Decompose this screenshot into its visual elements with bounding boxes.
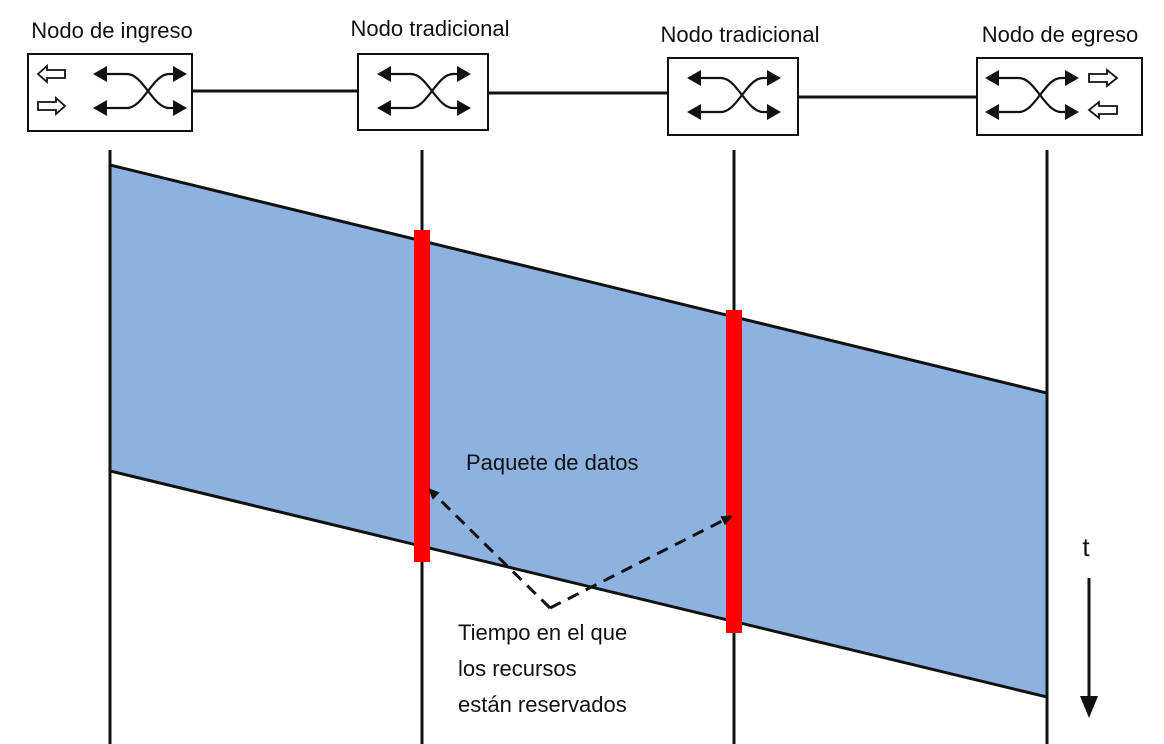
reservation-label-line-1: Tiempo en el que: [458, 620, 627, 645]
time-axis-label: t: [1082, 532, 1090, 562]
data-packet-band: [108, 163, 1049, 699]
crossbar-switch-icon: [377, 66, 471, 116]
switch-box-core-1: [357, 53, 489, 131]
node-label-egress: Nodo de egreso: [982, 22, 1139, 47]
reservation-label-line-3: están reservados: [458, 692, 627, 717]
node-label-ingress: Nodo de ingreso: [31, 18, 192, 43]
crossbar-switch-icon: [93, 66, 187, 116]
reservation-bar-core-1: [414, 230, 430, 562]
hollow-arrows-icon: [36, 63, 67, 117]
switch-box-egress: [976, 57, 1143, 136]
switch-box-core-2: [667, 57, 799, 136]
crossbar-switch-icon: [985, 70, 1079, 120]
reservation-pointer-left: [432, 492, 552, 610]
reservation-bar-core-2: [726, 310, 742, 633]
reservation-label-line-2: los recursos: [458, 656, 577, 681]
node-label-core-2: Nodo tradicional: [661, 22, 820, 47]
crossbar-switch-icon: [687, 70, 781, 120]
reservation-pointer-right: [549, 518, 728, 610]
time-axis-arrowhead-icon: [1080, 696, 1098, 718]
hollow-arrows-icon: [1087, 68, 1119, 120]
node-label-core-1: Nodo tradicional: [351, 16, 510, 41]
switch-box-ingress: [27, 53, 193, 132]
packet-label: Paquete de datos: [466, 450, 638, 475]
